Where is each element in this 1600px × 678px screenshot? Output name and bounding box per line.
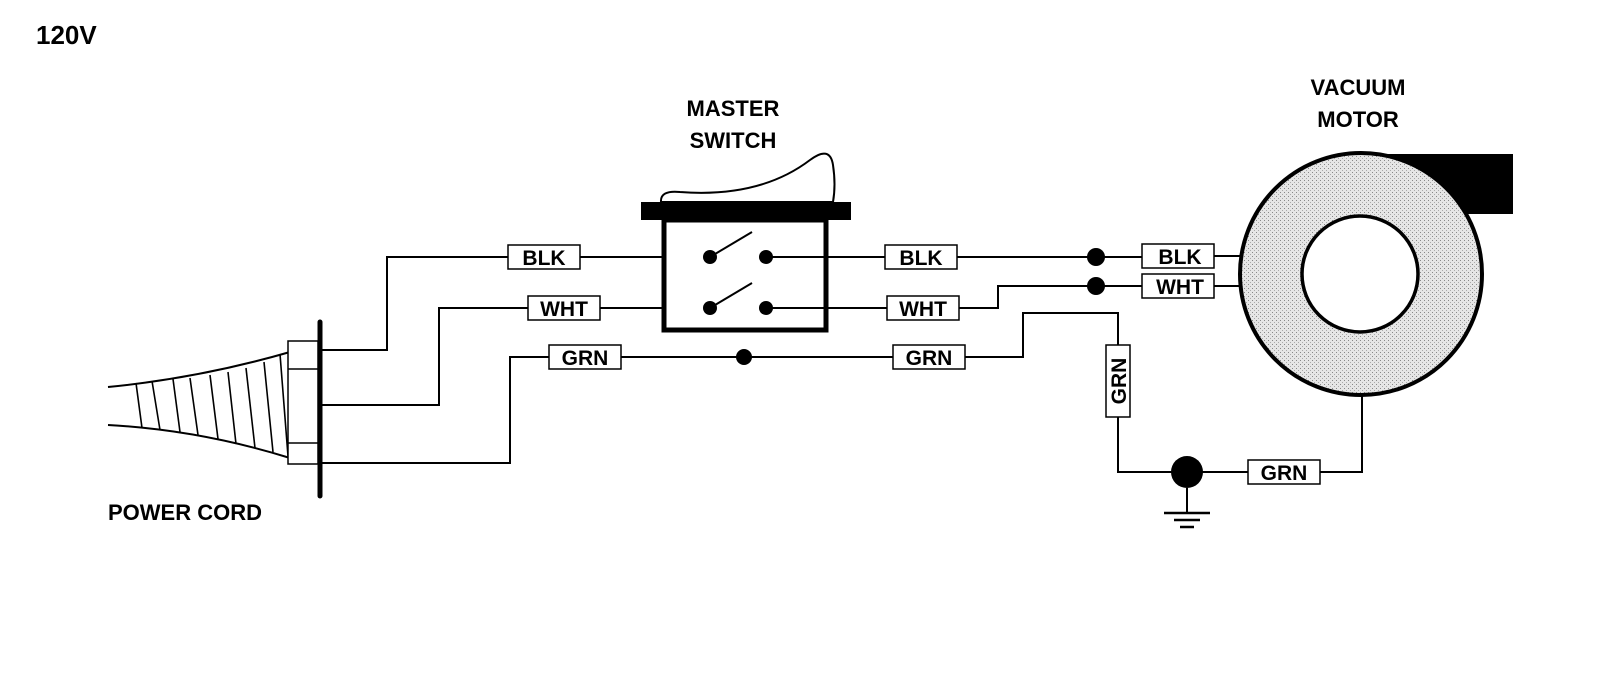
wire-blk-1 xyxy=(322,256,508,351)
wire-tag-grn-motor: GRN xyxy=(1247,459,1321,485)
master-switch-label-1: MASTER xyxy=(687,96,780,121)
wire-grn-1 xyxy=(322,356,549,464)
wires-cord-to-switch xyxy=(322,256,893,464)
svg-text:GRN: GRN xyxy=(1261,462,1308,485)
svg-text:GRN: GRN xyxy=(562,347,609,370)
master-switch: MASTER SWITCH xyxy=(641,96,851,333)
power-cord: POWER CORD xyxy=(107,319,323,525)
wires-switch-to-motor xyxy=(766,256,1142,377)
motor-intake xyxy=(1300,214,1420,334)
ground-junction-dot xyxy=(1171,456,1203,488)
cord-top-edge xyxy=(107,351,291,388)
svg-text:BLK: BLK xyxy=(1158,246,1201,269)
wire-tag-wht-3: WHT xyxy=(1141,273,1215,299)
vacuum-motor: VACUUM MOTOR xyxy=(1238,75,1513,397)
svg-text:BLK: BLK xyxy=(522,247,565,270)
wire-grn-4 xyxy=(1320,395,1363,473)
wire-grn-2 xyxy=(965,312,1119,377)
switch-bezel xyxy=(641,202,851,220)
svg-text:GRN: GRN xyxy=(906,347,953,370)
wire-tag-blk-2: BLK xyxy=(884,244,958,270)
voltage-label: 120V xyxy=(36,20,97,50)
wire-tag-blk-3: BLK xyxy=(1141,243,1215,269)
ground-splice-dot xyxy=(736,349,752,365)
svg-text:BLK: BLK xyxy=(899,247,942,270)
cord-bottom-edge xyxy=(107,424,291,459)
master-switch-label-2: SWITCH xyxy=(690,128,777,153)
wire-tag-blk-1: BLK xyxy=(507,244,581,270)
wire-tag-wht-2: WHT xyxy=(886,295,960,321)
vacuum-motor-label-2: MOTOR xyxy=(1317,107,1399,132)
wire-wht-1 xyxy=(322,307,528,406)
wire-tag-grn-1: GRN xyxy=(548,344,622,370)
wire-tag-wht-1: WHT xyxy=(527,295,601,321)
cord-strain-relief-ribs xyxy=(135,353,289,457)
ground-symbol xyxy=(1164,456,1210,529)
svg-text:WHT: WHT xyxy=(540,298,588,321)
wire-grn-3 xyxy=(1117,417,1248,473)
power-cord-label: POWER CORD xyxy=(108,500,262,525)
svg-text:WHT: WHT xyxy=(1156,276,1204,299)
rocker-actuator xyxy=(659,152,836,203)
blk-splice-dot xyxy=(1087,248,1105,266)
cord-plug-body xyxy=(287,340,319,465)
switch-housing xyxy=(661,217,829,333)
svg-text:GRN: GRN xyxy=(1108,358,1131,405)
wire-tag-grn-2: GRN xyxy=(892,344,966,370)
wht-splice-dot xyxy=(1087,277,1105,295)
wire-tag-grn-vertical: GRN xyxy=(1105,344,1131,418)
vacuum-motor-label-1: VACUUM xyxy=(1311,75,1406,100)
svg-text:WHT: WHT xyxy=(899,298,947,321)
